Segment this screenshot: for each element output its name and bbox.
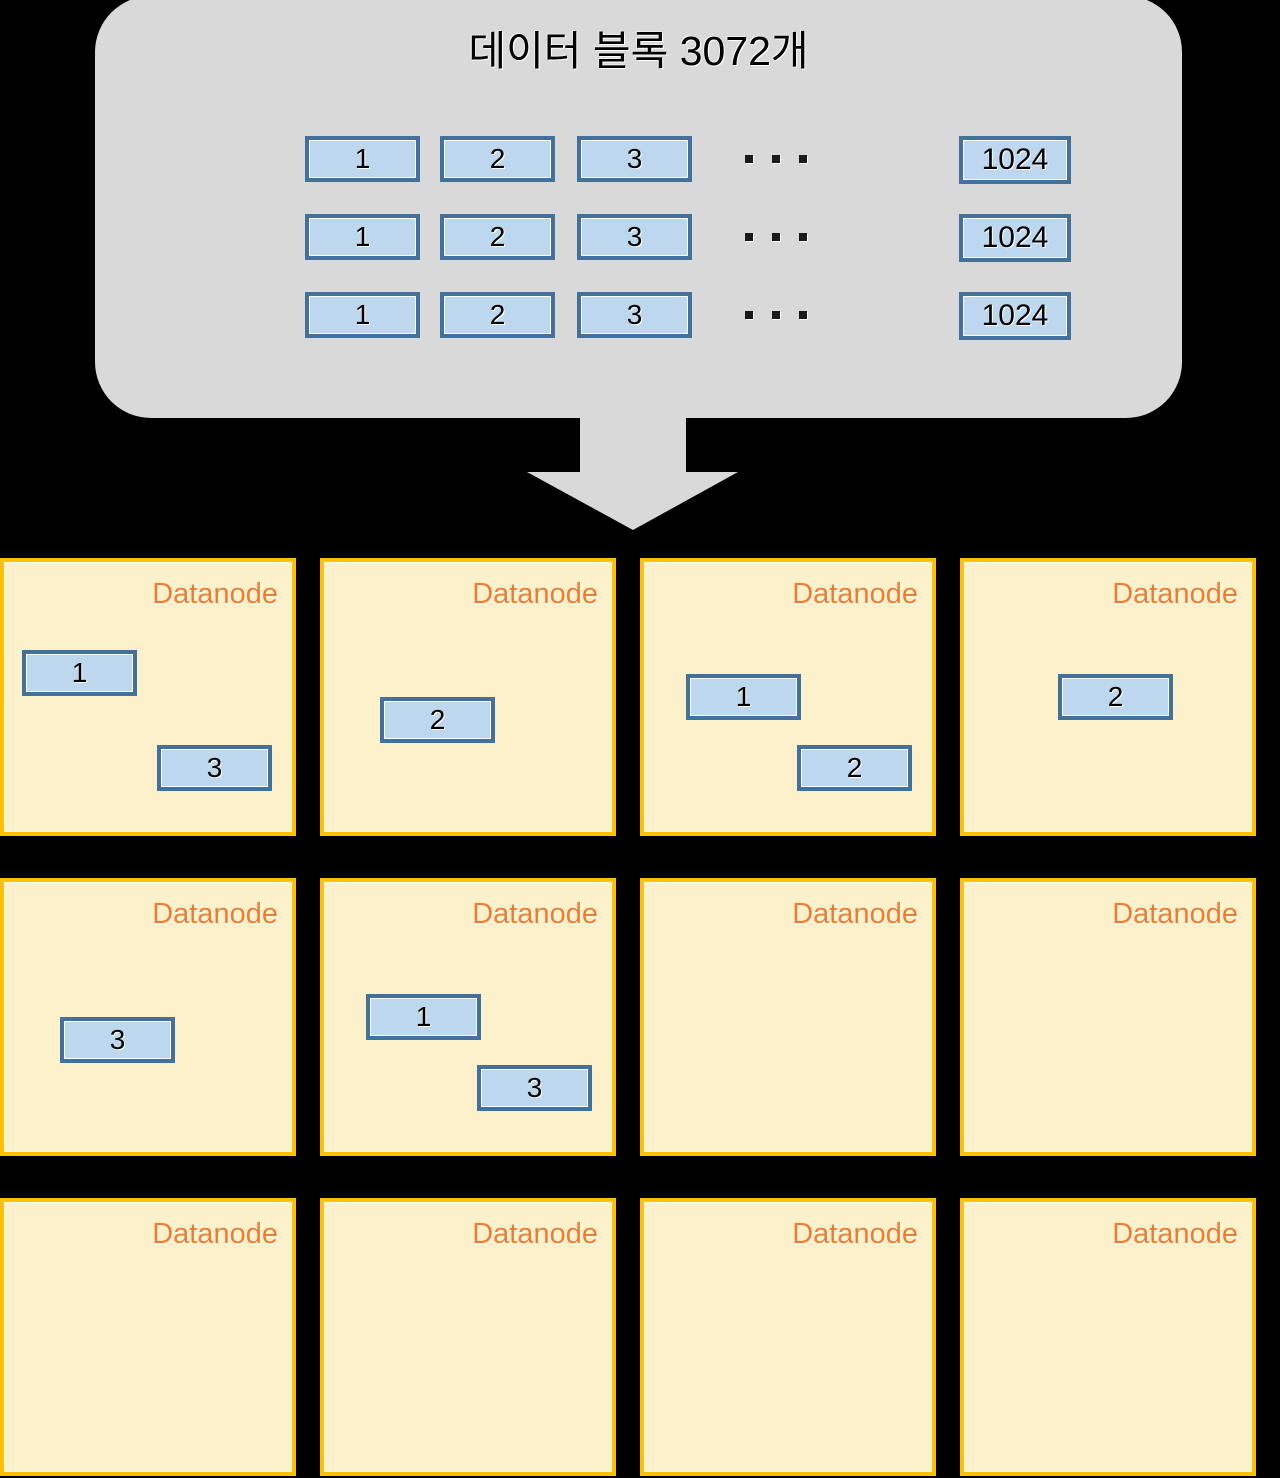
datanode-label: Datanode <box>792 898 918 930</box>
datanode-box[interactable]: Datanode 2 <box>960 558 1256 836</box>
data-block-chip-last: 1024 <box>959 136 1071 184</box>
datanode-box[interactable]: Datanode <box>960 878 1256 1156</box>
data-block-chip-last: 1024 <box>959 292 1071 340</box>
source-block-grid: 1 2 3 . . . 1024 1 2 3 <box>95 136 1182 370</box>
datanode-label: Datanode <box>792 578 918 610</box>
stored-block-chip: 2 <box>1058 674 1173 720</box>
stored-block-chip: 3 <box>157 745 272 791</box>
page-title: 데이터 블록 3072개 <box>468 28 809 74</box>
stored-block-chip: 1 <box>686 674 801 720</box>
data-block-chip: 3 <box>577 136 692 182</box>
datanode-label: Datanode <box>472 898 598 930</box>
data-block-chip: 1 <box>305 214 420 260</box>
data-block-chip: 2 <box>440 136 555 182</box>
ellipsis-dot: . <box>772 155 780 163</box>
stored-block-chip: 1 <box>22 650 137 696</box>
datanode-box[interactable]: Datanode 1 3 <box>0 558 296 836</box>
data-block-chip: 2 <box>440 292 555 338</box>
data-block-source-panel: 데이터 블록 3072개 1 2 3 . . . 1024 1 2 <box>95 0 1182 418</box>
datanode-box[interactable]: Datanode 2 <box>320 558 616 836</box>
datanode-label: Datanode <box>1112 1218 1238 1250</box>
datanode-label: Datanode <box>152 1218 278 1250</box>
source-block-row: 1 2 3 . . . 1024 <box>95 136 1182 214</box>
ellipsis-dot: . <box>745 311 753 319</box>
datanode-box[interactable]: Datanode 1 2 <box>640 558 936 836</box>
data-block-chip: 3 <box>577 214 692 260</box>
ellipsis-icon: . . . <box>745 136 807 182</box>
datanode-row: Datanode Datanode Datanode Datanode <box>0 1198 1280 1478</box>
datanode-cluster: Datanode 1 3 Datanode 2 Datanode 1 2 Dat… <box>0 558 1280 1478</box>
data-block-chip-last: 1024 <box>959 214 1071 262</box>
datanode-box[interactable]: Datanode <box>320 1198 616 1476</box>
stored-block-chip: 3 <box>477 1065 592 1111</box>
datanode-label: Datanode <box>1112 898 1238 930</box>
ellipsis-dot: . <box>799 311 807 319</box>
datanode-row: Datanode 3 Datanode 1 3 Datanode Datanod… <box>0 878 1280 1198</box>
stored-block-chip: 1 <box>366 994 481 1040</box>
datanode-box[interactable]: Datanode 3 <box>0 878 296 1156</box>
datanode-label: Datanode <box>792 1218 918 1250</box>
source-block-row: 1 2 3 . . . 1024 <box>95 292 1182 370</box>
datanode-label: Datanode <box>472 578 598 610</box>
datanode-box[interactable]: Datanode <box>0 1198 296 1476</box>
ellipsis-dot: . <box>772 311 780 319</box>
source-block-row: 1 2 3 . . . 1024 <box>95 214 1182 292</box>
down-arrow-icon <box>525 410 741 532</box>
datanode-row: Datanode 1 3 Datanode 2 Datanode 1 2 Dat… <box>0 558 1280 878</box>
stored-block-chip: 2 <box>380 697 495 743</box>
datanode-box[interactable]: Datanode 1 3 <box>320 878 616 1156</box>
ellipsis-dot: . <box>772 233 780 241</box>
datanode-label: Datanode <box>152 578 278 610</box>
datanode-label: Datanode <box>472 1218 598 1250</box>
ellipsis-dot: . <box>745 155 753 163</box>
datanode-box[interactable]: Datanode <box>960 1198 1256 1476</box>
stored-block-chip: 3 <box>60 1017 175 1063</box>
data-block-chip: 1 <box>305 136 420 182</box>
data-block-chip: 1 <box>305 292 420 338</box>
ellipsis-dot: . <box>745 233 753 241</box>
data-block-chip: 2 <box>440 214 555 260</box>
datanode-label: Datanode <box>152 898 278 930</box>
ellipsis-icon: . . . <box>745 214 807 260</box>
ellipsis-dot: . <box>799 233 807 241</box>
datanode-box[interactable]: Datanode <box>640 878 936 1156</box>
datanode-label: Datanode <box>1112 578 1238 610</box>
datanode-box[interactable]: Datanode <box>640 1198 936 1476</box>
ellipsis-dot: . <box>799 155 807 163</box>
data-block-chip: 3 <box>577 292 692 338</box>
stored-block-chip: 2 <box>797 745 912 791</box>
ellipsis-icon: . . . <box>745 292 807 338</box>
